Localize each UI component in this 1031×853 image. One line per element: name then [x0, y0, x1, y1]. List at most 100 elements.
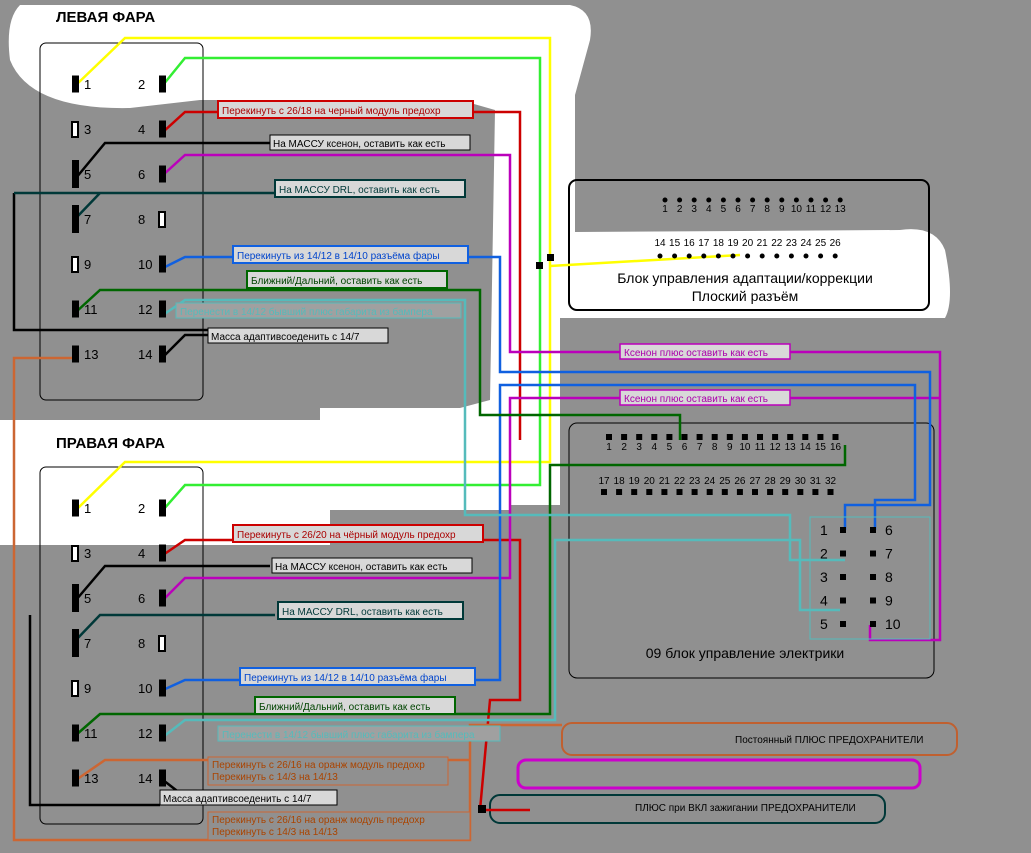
conn-pin-5 [840, 621, 846, 627]
pin-2 [159, 75, 166, 93]
elec-label-15: 15 [815, 442, 827, 453]
contact-dot-2 [677, 197, 683, 203]
contact-label-3: 3 [691, 204, 697, 215]
xenon-label-box-2 [619, 389, 791, 406]
elec-pin-9 [726, 434, 733, 440]
junction-dot [547, 254, 554, 261]
pin-7 [72, 205, 79, 233]
elec-pin-10 [741, 434, 748, 440]
pin-label-4: 4 [138, 546, 145, 561]
pin-label-10: 10 [138, 681, 152, 696]
contact-label-18: 18 [713, 238, 725, 249]
pin-9 [71, 256, 79, 273]
elec-label-5: 5 [667, 442, 673, 453]
pin-label-7: 7 [84, 636, 91, 651]
pin-label-10: 10 [138, 257, 152, 272]
pin-8 [158, 211, 166, 228]
contact-dot-3 [691, 197, 697, 203]
elec-label-13: 13 [785, 442, 797, 453]
conn-label-5: 5 [820, 616, 828, 632]
contact-label-25: 25 [815, 238, 827, 249]
conn-label-9: 9 [885, 593, 893, 609]
elec-pin-14 [802, 434, 809, 440]
constant-plus-box [561, 722, 958, 756]
elec-label-11: 11 [755, 442, 766, 453]
elec-block-title: 09 блок управление электрики [646, 645, 844, 661]
constant-plus-label: Постоянный ПЛЮС ПРЕДОХРАНИТЕЛИ [735, 735, 923, 746]
junction-dot [478, 805, 486, 813]
elec-pin-4 [651, 434, 658, 440]
elec-pin-2 [621, 434, 628, 440]
pin-10 [159, 255, 166, 273]
pin-14 [159, 345, 166, 363]
contact-label-26: 26 [830, 238, 842, 249]
conn-label-2: 2 [820, 546, 828, 562]
pin-label-8: 8 [138, 212, 145, 227]
contact-label-9: 9 [779, 204, 785, 215]
contact-dot-22 [774, 253, 780, 259]
elec-label-32: 32 [825, 476, 837, 487]
left-label-4: Перекинуть из 14/12 в 14/10 разъёма фары [237, 250, 440, 262]
right-label-10: Перекинуть с 26/16 на оранж модуль предо… [212, 815, 425, 826]
elec-label-9: 9 [727, 442, 733, 453]
contact-dot-14 [657, 253, 663, 259]
pin-11 [72, 724, 79, 742]
elec-label-10: 10 [739, 442, 751, 453]
contact-dot-24 [803, 253, 809, 259]
elec-label-12: 12 [770, 442, 782, 453]
pin-label-1: 1 [84, 77, 91, 92]
contact-dot-4 [706, 197, 712, 203]
pin-label-12: 12 [138, 726, 152, 741]
elec-label-19: 19 [629, 476, 641, 487]
elec-label-29: 29 [780, 476, 792, 487]
conn-label-6: 6 [885, 522, 893, 538]
contact-label-21: 21 [757, 238, 769, 249]
right-label-6: Перенести в 14/12 бывший плюс габарита и… [222, 729, 475, 741]
contact-dot-11 [808, 197, 814, 203]
elec-label-24: 24 [704, 476, 716, 487]
elec-pin-19 [631, 489, 638, 495]
contact-dot-5 [720, 197, 726, 203]
pin-4 [159, 544, 166, 562]
contact-dot-6 [735, 197, 741, 203]
left-headlight-title: ЛЕВАЯ ФАРА [56, 9, 155, 26]
pin-label-14: 14 [138, 771, 152, 786]
pin-label-9: 9 [84, 257, 91, 272]
elec-pin-8 [711, 434, 718, 440]
contact-label-6: 6 [735, 204, 741, 215]
conn-label-4: 4 [820, 593, 828, 609]
pin-2 [159, 499, 166, 517]
conn-pin-3 [840, 574, 846, 580]
contact-label-14: 14 [654, 238, 666, 249]
xenon-label-box-1 [619, 343, 791, 360]
elec-pin-23 [691, 489, 698, 495]
pin-9 [71, 680, 79, 697]
empty-fuse-box [516, 758, 922, 790]
contact-dot-26 [832, 253, 838, 259]
conn-pin-9 [870, 597, 876, 604]
elec-label-21: 21 [659, 476, 671, 487]
left-label-7: Масса адаптивсоеденить с 14/7 [211, 332, 360, 343]
junction-dot [536, 262, 543, 269]
elec-label-8: 8 [712, 442, 718, 453]
pin-label-6: 6 [138, 167, 145, 182]
ignition-plus-label: ПЛЮС при ВКЛ зажигании ПРЕДОХРАНИТЕЛИ [635, 803, 856, 814]
pin-12 [159, 300, 166, 318]
right-label-8: Перекинуть с 14/3 на 14/13 [212, 772, 338, 783]
pin-5 [72, 584, 79, 612]
adapt-block-subtitle: Плоский разъём [692, 288, 799, 304]
elec-pin-30 [797, 489, 804, 495]
contact-dot-23 [788, 253, 794, 259]
conn-label-7: 7 [885, 546, 893, 562]
pin-12 [159, 724, 166, 742]
pin-label-2: 2 [138, 77, 145, 92]
contact-label-8: 8 [764, 204, 770, 215]
conn-pin-10 [870, 621, 876, 627]
pin-label-8: 8 [138, 636, 145, 651]
pin-6 [159, 165, 166, 183]
left-wire-labels: Перекинуть с 26/18 на черный модуль пред… [175, 100, 474, 344]
pin-4 [159, 120, 166, 138]
